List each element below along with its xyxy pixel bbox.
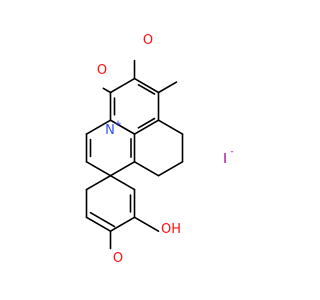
- methoxy-oxygen-bottom: O: [113, 251, 123, 266]
- chemical-structure: O O N + OH O I -: [85, 33, 234, 266]
- methoxy-oxygen-right: O: [143, 33, 153, 48]
- nitrogen-atom: N: [105, 123, 115, 138]
- methoxy-oxygen-left: O: [97, 63, 107, 78]
- bond-lines: [85, 59, 184, 250]
- nitrogen-charge: +: [114, 119, 122, 129]
- iodide-ion: I: [223, 152, 227, 167]
- iodide-charge: -: [230, 147, 233, 157]
- hydroxyl-group: OH: [161, 222, 181, 237]
